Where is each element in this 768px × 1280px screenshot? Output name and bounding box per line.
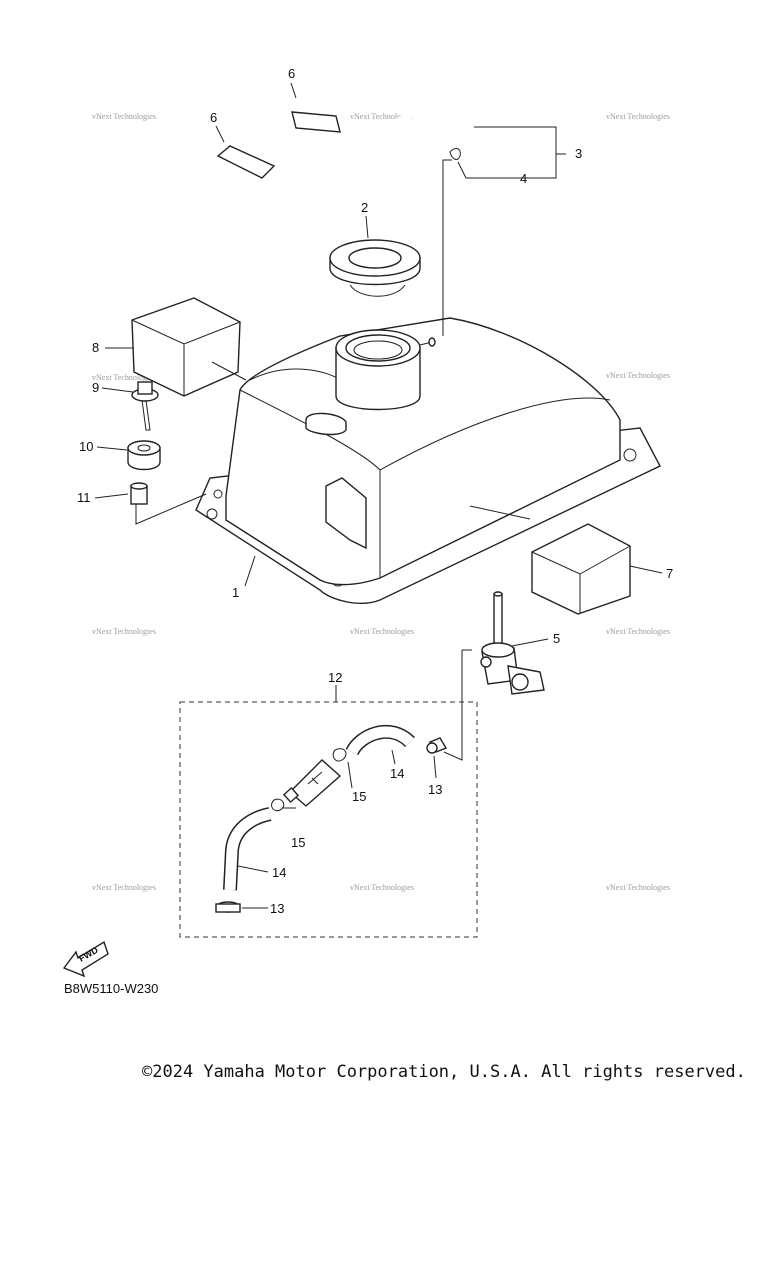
collar-11 <box>130 482 148 505</box>
watermark: vNext Technologies <box>92 627 156 636</box>
leader-lines <box>94 82 663 909</box>
fuel-cock-5 <box>480 591 545 695</box>
callouts: 1 2 3 4 5 6 6 7 8 9 10 11 12 13 13 14 14… <box>77 66 673 916</box>
callout-8: 8 <box>92 340 99 355</box>
callout-14-lower: 14 <box>272 865 286 880</box>
pad-6-upper <box>291 111 341 133</box>
callout-15-upper: 15 <box>352 789 366 804</box>
callout-12: 12 <box>328 670 342 685</box>
callout-9: 9 <box>92 380 99 395</box>
grommet-10 <box>127 440 161 471</box>
callout-13-upper: 13 <box>428 782 442 797</box>
callout-15-lower: 15 <box>291 835 305 850</box>
callout-5: 5 <box>553 631 560 646</box>
callout-6-upper: 6 <box>288 66 295 81</box>
callout-14-upper: 14 <box>390 766 404 781</box>
watermark: vNext Technologies <box>350 112 414 121</box>
clip-15-upper <box>332 748 347 762</box>
diagram-code: B8W5110-W230 <box>64 981 158 996</box>
clamp-13-upper <box>426 737 448 754</box>
watermark: vNext Technologies <box>606 371 670 380</box>
forward-arrow-icon: FWD <box>62 940 109 978</box>
watermark: vNext Technologies <box>606 883 670 892</box>
callout-4: 4 <box>520 171 527 186</box>
callout-11: 11 <box>77 490 91 505</box>
bolt-9 <box>131 381 159 431</box>
watermark: vNext Technologies <box>92 883 156 892</box>
clip-4 <box>449 148 461 160</box>
callout-3: 3 <box>575 146 582 161</box>
fuel-hose-14-lower <box>223 807 272 891</box>
fuel-filter <box>282 759 342 807</box>
fuel-tank-1 <box>195 317 661 604</box>
watermark: vNext Technologies <box>92 373 156 382</box>
callout-2: 2 <box>361 200 368 215</box>
breather-hose-3 <box>162 96 510 285</box>
watermark: vNext Technologies <box>92 112 156 121</box>
watermarks: vNext Technologies vNext Technologies vN… <box>92 112 670 892</box>
watermark: vNext Technologies <box>350 883 414 892</box>
fuel-cap-2 <box>329 239 421 297</box>
callout-10: 10 <box>79 439 93 454</box>
callout-6-lower: 6 <box>210 110 217 125</box>
watermark: vNext Technologies <box>350 627 414 636</box>
watermark: vNext Technologies <box>606 627 670 636</box>
callout-1: 1 <box>232 585 239 600</box>
fuel-hose-14-upper <box>345 724 415 756</box>
watermark: vNext Technologies <box>606 112 670 121</box>
pad-6-lower <box>216 145 276 179</box>
callout-7: 7 <box>666 566 673 581</box>
block-7 <box>531 523 631 615</box>
callout-13-lower: 13 <box>270 901 284 916</box>
clamp-13-lower <box>215 901 241 913</box>
block-8 <box>131 297 241 397</box>
copyright-notice: ©2024 Yamaha Motor Corporation, U.S.A. A… <box>142 1062 746 1082</box>
clip-15-lower <box>271 798 285 812</box>
fuel-hose-kit-12-box <box>179 701 478 938</box>
